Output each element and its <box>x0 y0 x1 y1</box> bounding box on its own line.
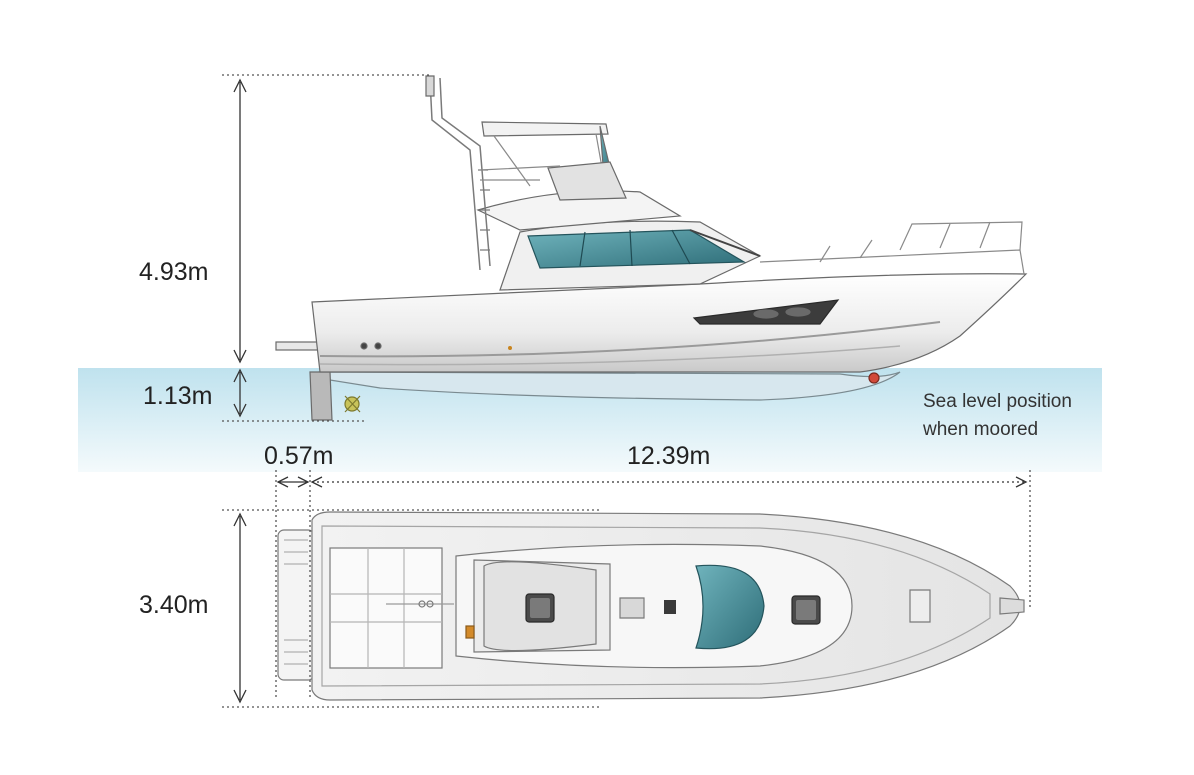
sea-level-note: Sea level position when moored <box>923 388 1072 444</box>
top-view-boat <box>277 511 1025 701</box>
height-label: 4.93m <box>139 258 209 286</box>
sea-level-note-line2: when moored <box>923 419 1039 440</box>
overhang-label: 0.57m <box>264 442 334 470</box>
side-view-boat <box>275 75 1028 421</box>
draft-label: 1.13m <box>143 382 213 410</box>
sea-level-note-line1: Sea level position <box>923 391 1072 412</box>
beam-label: 3.40m <box>139 591 209 619</box>
length-label: 12.39m <box>627 442 711 470</box>
dimension-lines <box>222 74 1031 708</box>
